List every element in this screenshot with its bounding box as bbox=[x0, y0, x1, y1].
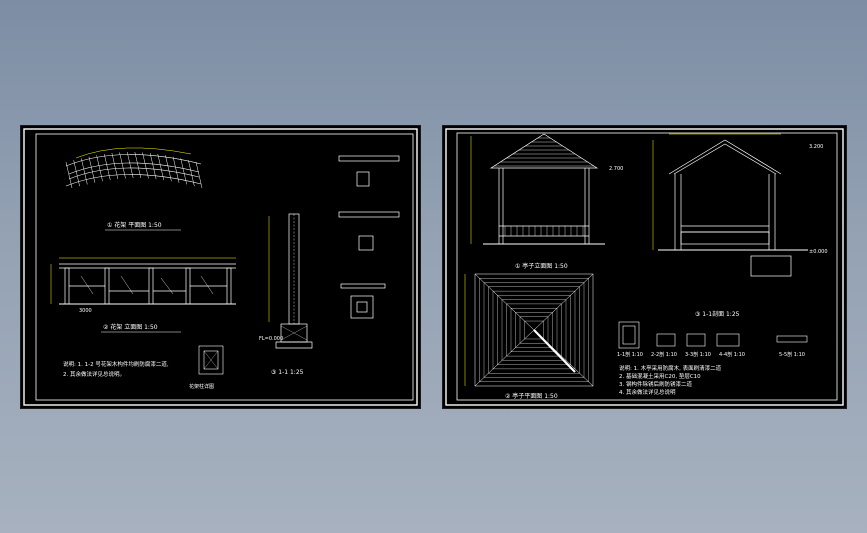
roof-plan-ring bbox=[492, 290, 576, 370]
plan-title: ① 花架 平面图 1:50 bbox=[107, 221, 162, 229]
roof-plan-ring bbox=[479, 278, 589, 382]
detail-label-2: 2-2剖 1:10 bbox=[651, 351, 677, 358]
elevation-dims bbox=[50, 257, 236, 304]
detail-label-1: 1-1剖 1:10 bbox=[617, 351, 643, 358]
drawing-line bbox=[142, 152, 149, 179]
drawing-line bbox=[149, 152, 157, 180]
drawing-line bbox=[103, 153, 111, 181]
roof-plan-ring bbox=[515, 312, 553, 348]
left-sheet-drawing: ① 花架 平面图 1:50 3000 ② 花架 立面图 1:50 bbox=[23, 128, 418, 406]
drawing-line bbox=[195, 161, 203, 189]
drawing-line bbox=[96, 155, 103, 182]
right-outer-border bbox=[445, 128, 844, 406]
drawing-sheet-left: ① 花架 平面图 1:50 3000 ② 花架 立面图 1:50 bbox=[21, 126, 420, 408]
drawing-line bbox=[180, 158, 187, 185]
elevation-title: ② 花架 立面图 1:50 bbox=[103, 323, 158, 331]
detail-title: 花架柱详图 bbox=[189, 383, 214, 390]
left-outer-border bbox=[23, 128, 418, 406]
right-inner-border bbox=[456, 132, 838, 401]
drawing-line bbox=[65, 161, 73, 189]
drawing-line bbox=[134, 151, 142, 179]
roof-plan-ring bbox=[506, 303, 562, 357]
drawing-line bbox=[126, 151, 134, 179]
left-note-1: 说明: 1. 1-2 号花架木构件均刷防腐漆二道, bbox=[63, 360, 169, 368]
left-note-2: 2. 其余做法详见总说明。 bbox=[63, 370, 125, 378]
detail-label-4: 4-4剖 1:10 bbox=[719, 351, 745, 358]
roof-plan-ring bbox=[501, 299, 567, 361]
column-section bbox=[275, 213, 313, 349]
roof-plan-ring bbox=[524, 320, 544, 340]
detail-label-3: 3-3剖 1:10 bbox=[685, 351, 711, 358]
right-note-1: 说明: 1. 木亭采用防腐木, 表面刷清漆二道 bbox=[619, 364, 722, 372]
drawing-line bbox=[111, 152, 119, 180]
eave-level: 2.700 bbox=[609, 166, 623, 172]
pavilion-elevation-title: ① 亭子立面图 1:50 bbox=[515, 262, 568, 270]
drawing-line bbox=[165, 155, 172, 182]
drawing-line bbox=[88, 156, 96, 183]
ground-level: ±0.000 bbox=[809, 249, 828, 255]
drawing-line bbox=[188, 160, 195, 187]
ridge-level: 3.200 bbox=[809, 144, 823, 150]
beam-details bbox=[338, 155, 400, 319]
right-sheet-drawing: 2.700 ① 亭子立面图 1:50 ② 亭子平面图 1:50 bbox=[445, 128, 844, 406]
left-inner-border bbox=[35, 133, 414, 401]
roof-plan-ring bbox=[510, 308, 558, 352]
drawing-line bbox=[81, 158, 88, 185]
drawing-sheet-right: 2.700 ① 亭子立面图 1:50 ② 亭子平面图 1:50 bbox=[443, 126, 846, 408]
drawing-line bbox=[73, 160, 80, 187]
section-title: ③ 1-1 1:25 bbox=[271, 369, 304, 376]
section-dims bbox=[652, 133, 781, 250]
pavilion-plan-title: ② 亭子平面图 1:50 bbox=[505, 392, 558, 400]
plan-dimension-line bbox=[75, 147, 192, 159]
pavilion-roof-plan bbox=[474, 273, 594, 387]
detail-label-5: 5-5剖 1:10 bbox=[779, 351, 805, 358]
right-note-3: 3. 钢构件除锈后刷防锈漆二道 bbox=[619, 380, 692, 388]
roof-plan-ring bbox=[519, 316, 549, 344]
roof-plan-ring bbox=[488, 286, 580, 374]
pavilion-elevation bbox=[483, 133, 605, 245]
roof-plan-ring bbox=[483, 282, 585, 378]
right-note-2: 2. 基础混凝土采用C20, 垫层C10 bbox=[619, 372, 701, 380]
pavilion-section-title: ③ 1-1剖面 1:25 bbox=[695, 310, 740, 318]
pergola-plan bbox=[65, 151, 203, 189]
drawing-line bbox=[172, 156, 180, 183]
detail-row bbox=[618, 321, 808, 349]
elevation-span-dim: 3000 bbox=[79, 308, 92, 314]
right-note-4: 4. 其余做法详见总说明 bbox=[619, 388, 676, 396]
drawing-line bbox=[119, 152, 126, 179]
pavilion-section bbox=[658, 139, 808, 277]
column-level-label: FL=0.000 bbox=[259, 336, 283, 342]
roof-plan-ring bbox=[497, 295, 571, 365]
pergola-elevation bbox=[59, 263, 236, 305]
footing-plan-detail bbox=[198, 345, 224, 375]
drawing-line bbox=[157, 153, 165, 181]
